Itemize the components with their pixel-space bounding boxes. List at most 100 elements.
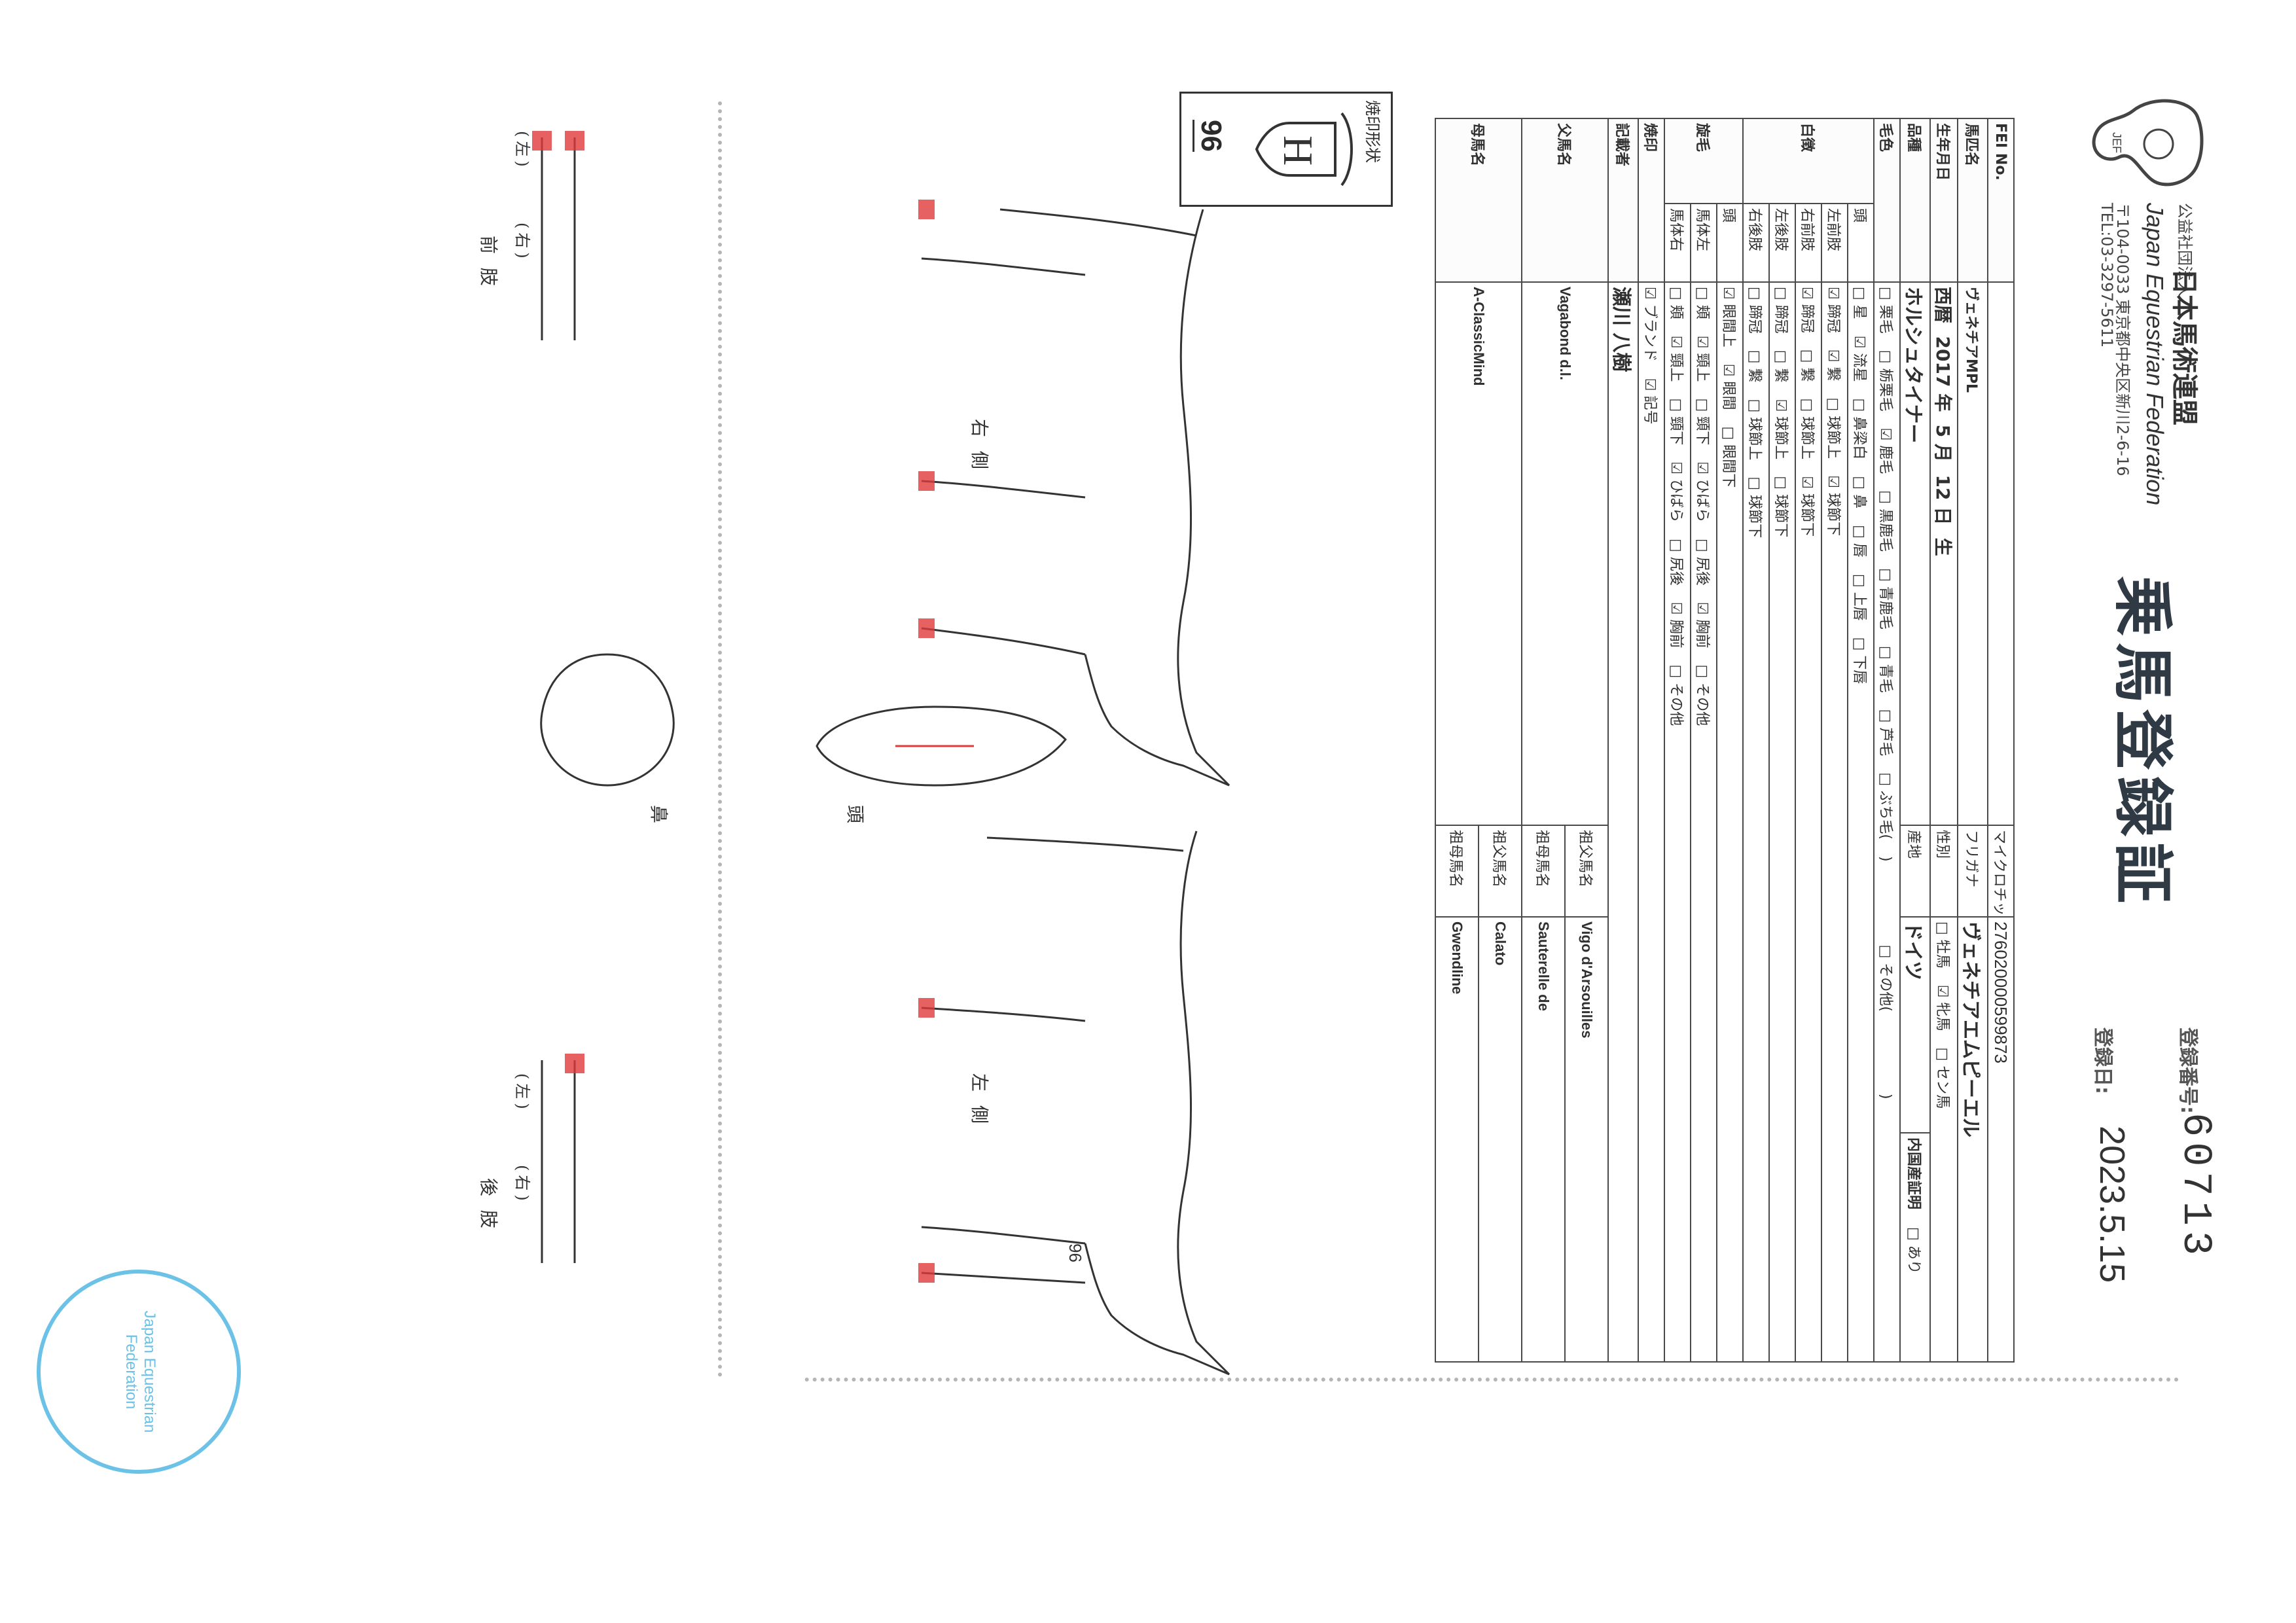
whorl-option[interactable]: ☑ 頸上 — [1694, 335, 1710, 382]
federation-seal: Japan Equestrian Federation — [37, 1270, 241, 1474]
birth-year: 2017 — [1932, 336, 1954, 387]
whorl-option[interactable]: □ 頸下 — [1668, 398, 1684, 446]
birth-month: 5 — [1932, 424, 1954, 438]
white-option[interactable]: □ 上唇 — [1851, 573, 1867, 621]
whorl-option[interactable]: ☑ ひばら — [1668, 461, 1684, 523]
whorl-option[interactable]: ☑ 頸上 — [1668, 335, 1684, 382]
svg-text:H: H — [1275, 135, 1321, 166]
label-head: 頭 — [844, 805, 866, 828]
fei-label: FEI No. — [1988, 118, 2014, 283]
brand-items: ☑ ブランド ☑ 記号 — [1638, 282, 1664, 1363]
org-tel: TEL:03-3297-5611 — [2098, 203, 2116, 348]
white-option[interactable]: □ 蹄冠 — [1746, 287, 1763, 334]
white-option[interactable]: □ 下唇 — [1851, 637, 1867, 685]
coat-options: □ 栗毛 □ 栃栗毛 ☑ 鹿毛 □ 黒鹿毛 □ 青鹿毛 □ 青毛 □ 芦毛 □ … — [1874, 282, 1900, 1363]
coat-option[interactable]: □ 青毛 — [1877, 645, 1893, 693]
row-horse-name: 馬匹名 ヴェネチアMPL フリガナ ヴェネチアエムピーエル — [1958, 118, 1988, 1363]
fei-value — [1988, 282, 2014, 826]
white-option[interactable]: ☑ 蹄冠 — [1825, 287, 1841, 333]
whorl-option[interactable]: □ 眼間下 — [1720, 426, 1736, 488]
white-option[interactable]: □ 鼻梁白 — [1851, 398, 1867, 460]
sex-option-mare[interactable]: ☑ 牝馬 — [1934, 984, 1950, 1031]
white-row-label: 左後肢 — [1769, 204, 1795, 283]
white-option[interactable]: □ 球節上 — [1746, 399, 1763, 461]
whorl-option[interactable]: ☑ 眼間 — [1720, 363, 1736, 410]
whorl-option[interactable]: ☑ 胸前 — [1694, 601, 1710, 649]
birth-era: 西暦 — [1932, 287, 1954, 324]
birth-day: 12 — [1932, 474, 1954, 501]
white-option[interactable]: □ 球節上 — [1799, 398, 1815, 460]
white-row-items: ☑ 蹄冠 □ 繋 □ 球節上 ☑ 球節下 — [1795, 282, 1821, 1363]
row-brand: 焼印 ☑ ブランド ☑ 記号 — [1638, 118, 1664, 1363]
row-white-left-fore: 左前肢 ☑ 蹄冠 ☑ 繋 □ 球節上 ☑ 球節下 — [1821, 118, 1848, 1363]
horse-name-value: ヴェネチアMPL — [1958, 282, 1988, 826]
whorl-option[interactable]: □ 尻後 — [1668, 539, 1684, 586]
brand-label: 焼印 — [1638, 118, 1664, 283]
whorl-option[interactable]: ☑ 眼間上 — [1720, 287, 1736, 348]
leg-marking-highlights — [532, 131, 584, 1073]
coat-option[interactable]: ☑ 鹿毛 — [1877, 427, 1893, 474]
white-option[interactable]: ☑ 蹄冠 — [1799, 287, 1815, 333]
white-option[interactable]: □ 蹄冠 — [1772, 287, 1789, 334]
white-option[interactable]: ☑ 球節下 — [1825, 475, 1841, 536]
white-option[interactable]: ☑ 繋 — [1825, 349, 1841, 382]
label-right-side: 右 側 — [969, 419, 990, 473]
sex-option-stallion[interactable]: □ 牡馬 — [1934, 921, 1950, 969]
row-coat: 毛色 □ 栗毛 □ 栃栗毛 ☑ 鹿毛 □ 黒鹿毛 □ 青鹿毛 □ 青毛 □ 芦毛… — [1874, 118, 1900, 1363]
sire-label: 父馬名 — [1522, 118, 1608, 283]
horse-legs-detail — [541, 137, 576, 1263]
brand-on-body: 96 — [1066, 1243, 1085, 1262]
coat-option[interactable]: □ 青鹿毛 — [1877, 568, 1893, 630]
whorl-option[interactable]: ☑ 胸前 — [1668, 601, 1684, 649]
horse-head-front — [816, 705, 1067, 787]
recorder-label: 記載者 — [1608, 118, 1638, 283]
import-option[interactable]: □ あり — [1905, 1227, 1922, 1274]
label-fore-right: (右) — [513, 223, 531, 262]
white-option[interactable]: ☑ 球節下 — [1799, 476, 1815, 537]
coat-option[interactable]: □ 黒鹿毛 — [1877, 490, 1893, 552]
coat-option[interactable]: □ 栗毛 — [1877, 287, 1893, 334]
white-row-items: □ 蹄冠 □ 繋 □ 球節上 □ 球節下 — [1743, 282, 1769, 1363]
white-label: 白徴 — [1743, 118, 1874, 204]
brand-shield-icon: H — [1255, 112, 1353, 187]
grandsire-value: Vigo d'Arsouilles — [1565, 917, 1608, 1363]
birth-suffix: 生 — [1932, 537, 1954, 556]
white-option[interactable]: □ 繋 — [1799, 349, 1815, 382]
label-hind: 後 肢 — [478, 1178, 499, 1232]
white-option[interactable]: □ 星 — [1851, 287, 1867, 319]
whorl-option[interactable]: □ 頬 — [1694, 287, 1710, 319]
whorl-option[interactable]: ☑ ひばら — [1694, 461, 1710, 523]
white-option[interactable]: □ 繋 — [1746, 349, 1763, 383]
coat-option[interactable]: □ 芦毛 — [1877, 709, 1893, 757]
granddam-value: Sauterelle de — [1522, 917, 1565, 1363]
coat-option[interactable]: □ その他( — [1877, 944, 1893, 1012]
white-option[interactable]: ☑ 球節上 — [1772, 399, 1789, 460]
brand-option[interactable]: ☑ 記号 — [1641, 378, 1658, 425]
white-option[interactable]: □ 球節下 — [1746, 476, 1763, 539]
white-option[interactable]: ☑ 流星 — [1851, 335, 1867, 382]
white-option[interactable]: □ 球節下 — [1772, 476, 1789, 538]
coat-label: 毛色 — [1874, 118, 1900, 283]
whorl-option[interactable]: □ その他 — [1694, 664, 1710, 726]
whorl-option[interactable]: □ その他 — [1668, 664, 1684, 726]
horse-muzzle — [540, 653, 675, 787]
white-option[interactable]: □ 繋 — [1772, 349, 1789, 383]
label-fore: 前 肢 — [478, 236, 499, 290]
row-whorl-head: 旋毛 頭 ☑ 眼間上 ☑ 眼間 □ 眼間下 — [1664, 118, 1743, 1363]
row-birth: 生年月日 西暦 2017 年 5 月 12 日 生 性別 □ 牡馬 ☑ 牝馬 □… — [1930, 118, 1958, 1363]
import-cell: 内国産証明 □ あり — [1900, 1133, 1930, 1363]
whorl-option[interactable]: □ 頸下 — [1694, 398, 1710, 446]
dam-granddam-value: Gwendline — [1435, 917, 1479, 1363]
white-marking-highlights — [918, 200, 935, 1283]
white-option[interactable]: □ 唇 — [1851, 525, 1867, 558]
coat-option[interactable]: □ 栃栗毛 — [1877, 349, 1893, 412]
white-option[interactable]: □ 球節上 — [1825, 397, 1841, 459]
sex-option-gelding[interactable]: □ セン馬 — [1934, 1047, 1950, 1109]
white-option[interactable]: □ 鼻 — [1851, 476, 1867, 509]
brand-option[interactable]: ☑ ブランド — [1641, 287, 1658, 362]
coat-option[interactable]: □ ぶち毛( — [1877, 772, 1893, 840]
row-white-head: 白徴 頭 □ 星 ☑ 流星 □ 鼻梁白 □ 鼻 □ 唇 □ 上唇 □ 下唇 — [1743, 118, 1874, 1363]
whorl-option[interactable]: □ 頬 — [1668, 287, 1684, 319]
import-label: 内国産証明 — [1905, 1137, 1922, 1210]
whorl-option[interactable]: □ 尻後 — [1694, 539, 1710, 586]
